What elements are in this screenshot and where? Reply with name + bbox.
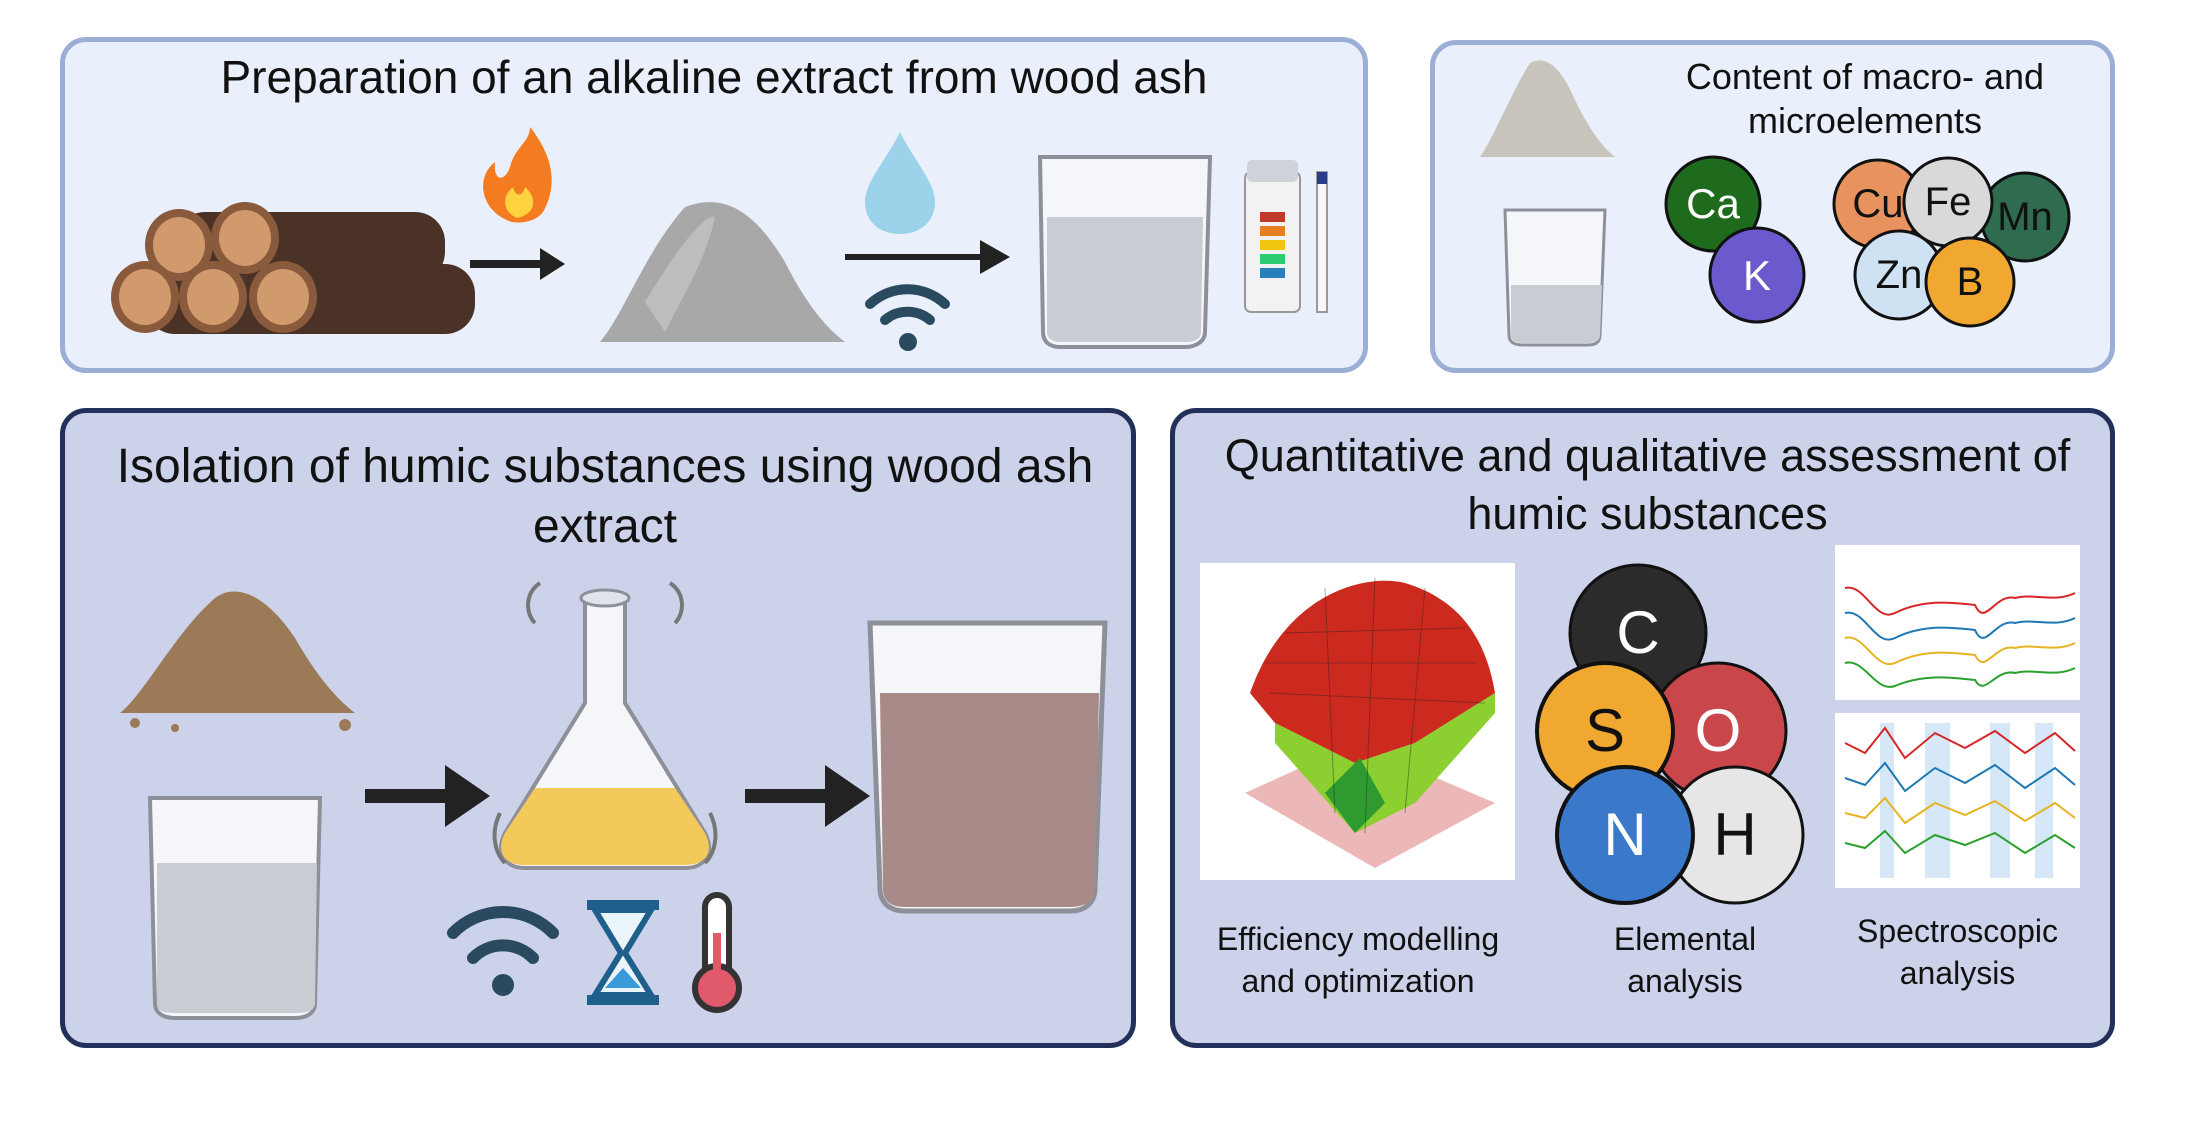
ftir-spectrum-icon	[1835, 545, 2080, 700]
elemental-caption: Elemental analysis	[1613, 921, 1757, 999]
assessment-title: Quantitative and qualitative assessment …	[1224, 430, 2071, 539]
element-circle-h: H	[1665, 765, 1805, 905]
soil-pile-icon	[120, 591, 355, 732]
arrow-icon	[365, 765, 490, 827]
element-label-n: N	[1603, 801, 1646, 868]
element-label-k: K	[1743, 252, 1771, 299]
isolation-illustration	[120, 581, 1108, 1020]
erlenmeyer-flask-icon	[492, 581, 718, 870]
assessment-illustration: C O S H N	[1200, 545, 2080, 905]
thermometer-icon	[692, 892, 742, 1013]
element-label-cu: Cu	[1852, 182, 1903, 226]
element-circle-ca: Ca	[1664, 155, 1762, 253]
preparation-illustration	[111, 127, 1328, 351]
stirring-icon	[447, 905, 559, 996]
nmr-spectrum-icon	[1835, 713, 2080, 888]
preparation-panel: Preparation of an alkaline extract from …	[60, 37, 1368, 373]
element-circle-s: S	[1535, 661, 1675, 801]
element-label-b: B	[1957, 260, 1984, 304]
element-circle-n: N	[1555, 765, 1695, 905]
element-circle-zn: Zn	[1853, 229, 1945, 321]
element-circle-o: O	[1648, 661, 1788, 801]
isolation-panel: Isolation of humic substances using wood…	[60, 408, 1136, 1048]
beaker-icon	[1037, 155, 1213, 349]
element-label-s: S	[1585, 697, 1625, 764]
ph-strip-icon	[1244, 160, 1328, 313]
beaker-icon	[1503, 208, 1607, 347]
ash-pile-icon	[1480, 60, 1615, 157]
surface-plot-icon	[1200, 563, 1515, 880]
wood-logs-icon	[111, 202, 475, 334]
element-label-c: C	[1616, 599, 1659, 666]
modelling-caption: Efficiency modelling and optimization	[1216, 921, 1500, 999]
hourglass-icon	[587, 900, 659, 1005]
element-label-o: O	[1695, 697, 1742, 764]
element-circle-k: K	[1708, 226, 1806, 324]
preparation-title: Preparation of an alkaline extract from …	[220, 51, 1208, 103]
arrow-icon	[745, 765, 870, 827]
ash-pile-icon	[600, 202, 845, 342]
element-circle-fe: Fe	[1902, 156, 1994, 248]
element-label-h: H	[1713, 801, 1756, 868]
elements-content-panel: Content of macro- and microelements Ca K…	[1430, 40, 2115, 373]
spectro-caption: Spectroscopic analysis	[1857, 913, 2058, 991]
water-drop-icon	[865, 132, 935, 234]
arrow-icon	[470, 248, 565, 280]
arrow-icon	[845, 240, 1010, 274]
stirring-icon	[865, 284, 950, 351]
elements-content-illustration: Ca K Cu Mn Fe Zn B	[1480, 60, 2071, 347]
isolation-title: Isolation of humic substances using wood…	[116, 440, 1094, 553]
element-label-fe: Fe	[1925, 180, 1972, 224]
element-circle-b: B	[1924, 236, 2016, 328]
flame-icon	[483, 127, 552, 223]
element-label-mn: Mn	[1997, 195, 2053, 239]
assessment-panel: Quantitative and qualitative assessment …	[1170, 408, 2115, 1048]
element-label-zn: Zn	[1876, 253, 1923, 297]
beaker-icon	[867, 620, 1108, 914]
elements-content-title: Content of macro- and microelements	[1685, 56, 2045, 141]
element-circle-mn: Mn	[1979, 171, 2071, 263]
beaker-icon	[147, 796, 323, 1020]
element-circle-cu: Cu	[1832, 158, 1924, 250]
element-label-ca: Ca	[1686, 180, 1740, 227]
